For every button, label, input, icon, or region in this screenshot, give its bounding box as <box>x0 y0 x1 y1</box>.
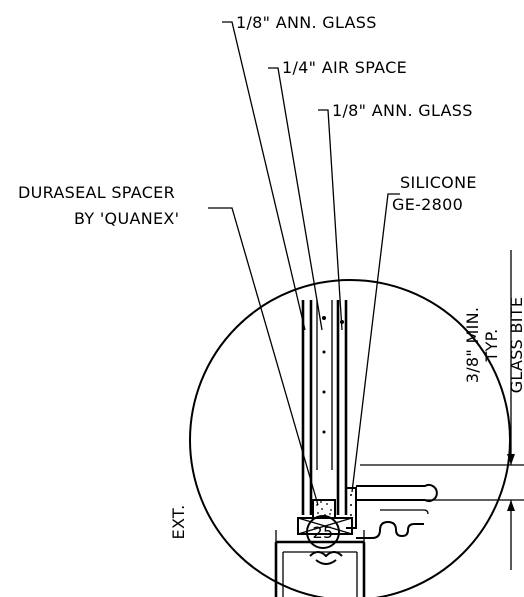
callout-inner-glass: 1/8" ANN. GLASS <box>332 101 473 120</box>
exterior-side-label: EXT. <box>169 505 188 540</box>
callout-silicone-line-2: GE-2800 <box>392 195 463 214</box>
dimension-line-2: TYP. <box>482 329 501 363</box>
callout-spacer-line-1: DURASEAL SPACER <box>18 183 175 202</box>
outer-glass-lite <box>301 300 313 515</box>
leader-spacer <box>208 207 319 506</box>
callout-silicone-line-1: SILICONE <box>400 173 477 192</box>
inner-glass-lite <box>336 300 348 515</box>
callout-air-space: 1/4" AIR SPACE <box>282 58 407 77</box>
dimension-line-3: GLASS BITE <box>507 297 524 394</box>
glazing-stop <box>355 484 438 539</box>
glass-bite-dimension <box>360 250 524 570</box>
detail-boundary-circle <box>189 279 511 597</box>
silicone-bead <box>346 487 357 529</box>
callout-spacer-line-2: BY 'QUANEX' <box>74 209 179 228</box>
callout-outer-glass: 1/8" ANN. GLASS <box>236 13 377 32</box>
detail-number: 25 <box>313 523 334 542</box>
leader-inner-glass <box>318 109 343 331</box>
leader-outer-glass <box>222 21 306 331</box>
glass-bite-dimension-text: 3/8" MIN. TYP. GLASS BITE <box>463 297 524 394</box>
frame-section <box>274 530 366 597</box>
dimension-line-1: 3/8" MIN. <box>463 307 482 383</box>
bead-clip <box>309 551 343 565</box>
leader-air-space <box>268 67 323 331</box>
leader-silicone <box>351 193 400 493</box>
detail-number-circle <box>306 515 340 549</box>
